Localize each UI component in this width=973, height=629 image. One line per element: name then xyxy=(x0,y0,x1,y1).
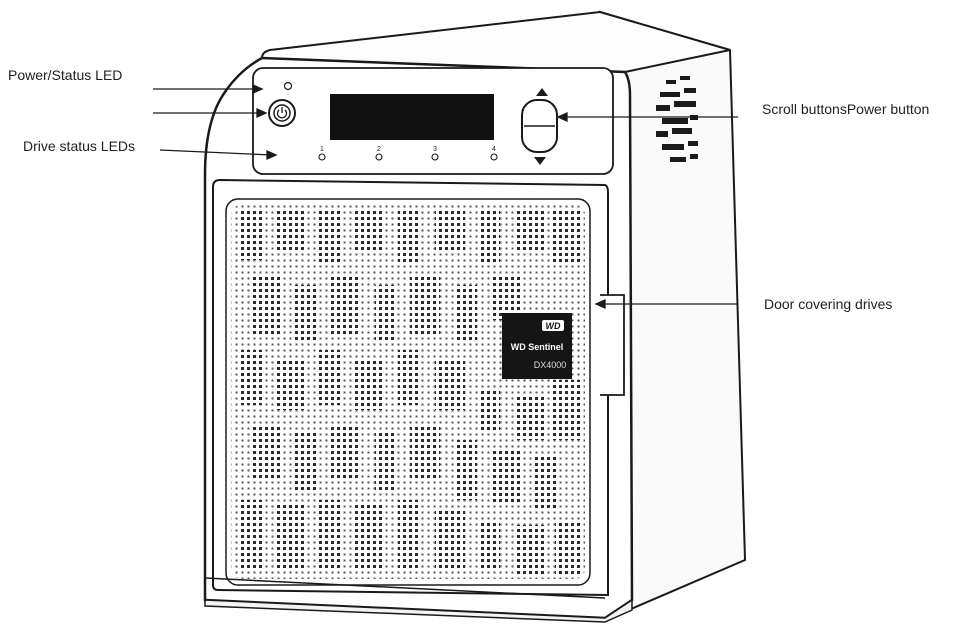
bay-number-labels: 1 2 3 4 xyxy=(320,146,496,153)
base-plinth-line xyxy=(204,577,606,599)
bay-number-1: 1 xyxy=(320,146,324,153)
drive-led xyxy=(375,153,383,161)
callout-power-status-led: Power/Status LED xyxy=(8,67,123,83)
device-base xyxy=(204,598,633,623)
bay-number-4: 4 xyxy=(492,146,496,153)
drive-led xyxy=(318,153,326,161)
bay-number-2: 2 xyxy=(377,146,381,153)
side-vents xyxy=(656,76,698,162)
door-inner-frame xyxy=(225,198,591,586)
brand-logo: WD xyxy=(546,321,561,331)
lcd-display xyxy=(330,94,494,140)
power-status-led xyxy=(283,81,293,91)
top-panel xyxy=(260,10,731,74)
scroll-buttons[interactable] xyxy=(521,88,558,165)
callout-drive-status-leds: Drive status LEDs xyxy=(23,138,136,154)
callout-scroll-power-buttons: Scroll buttonsPower button xyxy=(762,101,930,117)
leader-lines xyxy=(153,83,738,310)
callout-door-covering-drives: Door covering drives xyxy=(764,296,893,312)
drive-status-leds xyxy=(318,153,498,161)
perforated-grille xyxy=(231,205,585,579)
power-button[interactable] xyxy=(268,99,296,127)
product-badge: WD WD Sentinel DX4000 xyxy=(502,313,572,379)
door-hinge xyxy=(600,294,625,396)
badge-model: DX4000 xyxy=(534,360,567,370)
bay-number-3: 3 xyxy=(433,146,437,153)
drive-led xyxy=(490,153,498,161)
drive-led xyxy=(431,153,439,161)
badge-product-line: WD Sentinel xyxy=(511,342,564,352)
